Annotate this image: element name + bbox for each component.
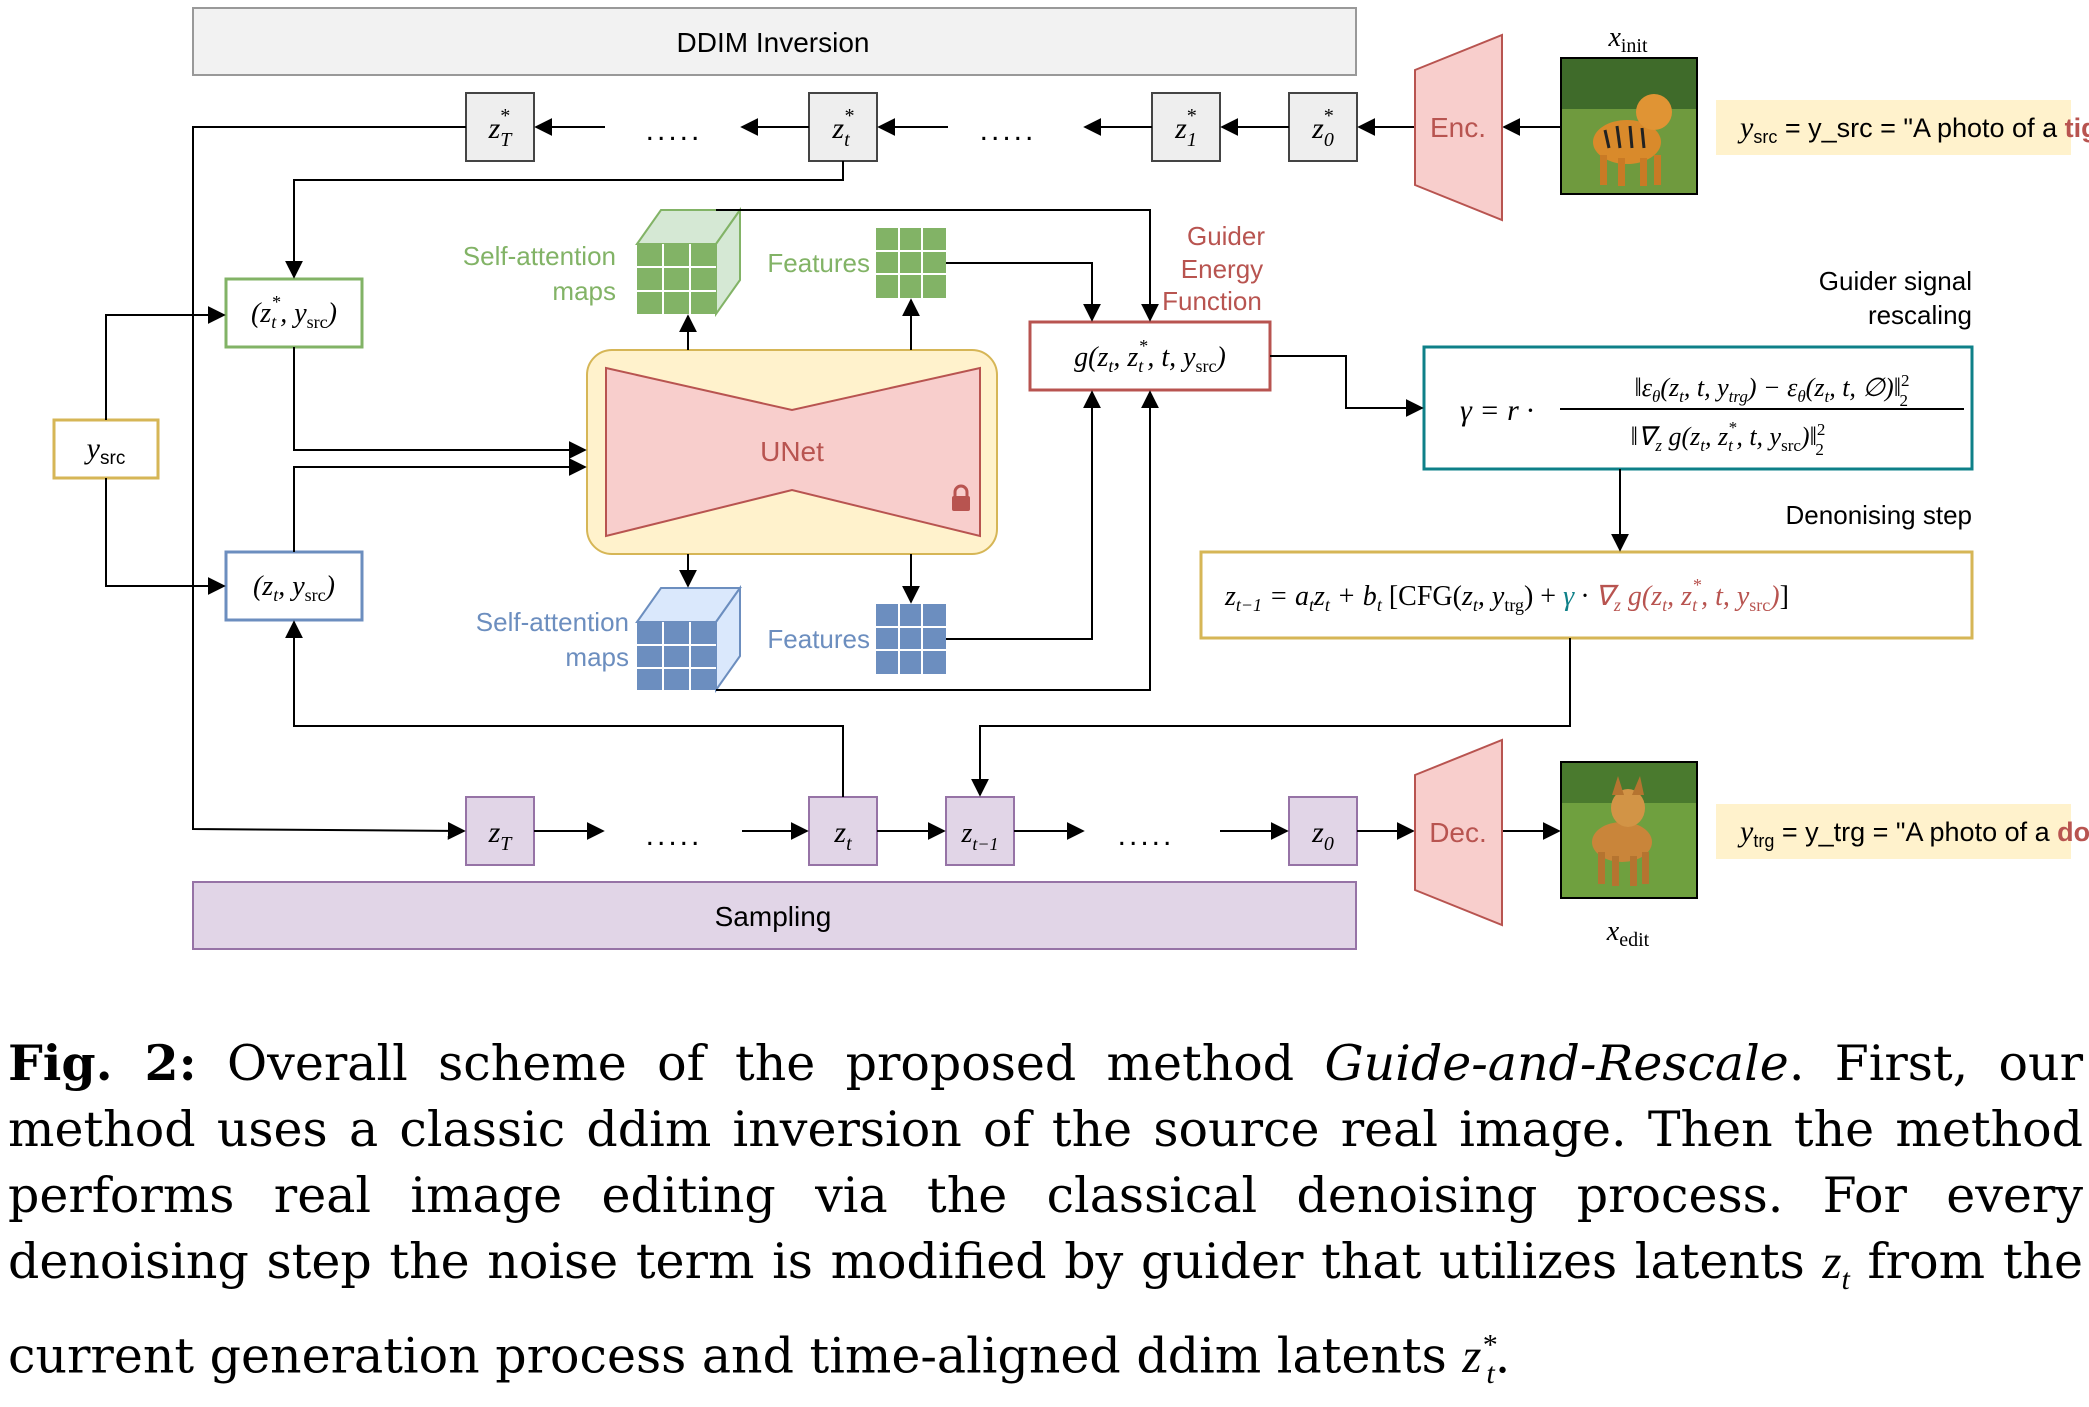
- caption-method: Guide-and-Rescale: [1324, 1035, 1789, 1092]
- x-init-label: xinit: [1607, 22, 1648, 57]
- rescale-title-line1: Guider signal: [1819, 266, 1972, 296]
- node-zt-star: [808, 92, 878, 162]
- y-src-box: [52, 418, 160, 480]
- pair-top-box: [224, 277, 364, 349]
- caption-end: .: [1494, 1327, 1511, 1385]
- dots-bottom-2: .....: [1118, 819, 1175, 852]
- node-z0: [1288, 796, 1358, 866]
- svg-text:‖∇z g(zt, zt*, t, ysrc)‖22: ‖∇z g(zt, zt*, t, ysrc)‖22: [1631, 418, 1826, 459]
- guider-title-line2: Energy: [1181, 254, 1263, 284]
- guider-title-line1: Guider: [1187, 221, 1265, 251]
- decoder-label: Dec.: [1429, 817, 1487, 848]
- features-top-grid: [876, 228, 946, 298]
- encoder-label: Enc.: [1430, 112, 1486, 143]
- encoder-trapezoid: [1414, 33, 1503, 222]
- sa-maps-bottom-line2: maps: [565, 642, 629, 672]
- x-edit-label: xedit: [1606, 916, 1650, 951]
- node-zt-star-label: zt*: [831, 105, 853, 151]
- sa-maps-top-line1: Self-attention: [463, 241, 616, 271]
- node-zT-star: [465, 92, 535, 162]
- guider-title-line3: Function: [1162, 286, 1262, 316]
- dots-top-1: .....: [646, 114, 703, 147]
- guider-energy-formula: g(zt, zt*, t, ysrc): [1074, 336, 1226, 376]
- features-top-label: Features: [767, 248, 870, 278]
- source-prompt: ysrc = y_src = "A photo of a tiger": [1737, 111, 2089, 147]
- caption-zt-star: z*t: [1462, 1328, 1497, 1390]
- rescale-title-line2: rescaling: [1868, 300, 1972, 330]
- tiger-image: [1560, 57, 1698, 195]
- guide-and-rescale-diagram: DDIM Inversion Sampling zT* zt* z1* z0* …: [52, 7, 2089, 951]
- pair-bottom-box: [224, 550, 364, 622]
- node-zt: [808, 796, 878, 866]
- node-z0-star-label: z0*: [1311, 105, 1334, 151]
- target-prompt-box: [1716, 804, 2071, 859]
- connectors: [105, 126, 1629, 840]
- sampling-chain: zT zt zt−1 z0 ..... .....: [465, 796, 1561, 866]
- ddim-inversion-bar: [192, 7, 1357, 76]
- sampling-bar: [192, 881, 1357, 950]
- sa-maps-top-line2: maps: [552, 276, 616, 306]
- decoder-trapezoid: [1414, 738, 1503, 927]
- sa-maps-bottom-line1: Self-attention: [476, 607, 629, 637]
- caption-label: Fig. 2:: [8, 1034, 197, 1092]
- figure-caption: Fig. 2: Overall scheme of the proposed m…: [8, 1030, 2083, 1407]
- unet-hourglass: [605, 366, 981, 538]
- dots-top-2: .....: [980, 114, 1037, 147]
- caption-part2: . First, our method uses a classic ddim …: [8, 1035, 2083, 1290]
- ddim-inversion-label: DDIM Inversion: [677, 27, 870, 58]
- target-prompt: ytrg = y_trg = "A photo of a dog": [1737, 815, 2089, 851]
- features-bottom-grid: [876, 604, 946, 674]
- inversion-chain: zT* zt* z1* z0* ..... .....: [465, 92, 1560, 162]
- unet-label: UNet: [760, 436, 824, 467]
- lock-icon: [952, 484, 970, 511]
- svg-text:γ = r ·: γ = r ·: [1460, 394, 1534, 427]
- caption-zt: zt: [1822, 1234, 1850, 1296]
- pair-top-label: (zt*, ysrc): [251, 292, 337, 332]
- node-z1-star: [1151, 92, 1221, 162]
- denoise-box: [1199, 550, 1974, 640]
- node-zT: [465, 796, 535, 866]
- dog-image: [1560, 761, 1698, 899]
- features-bottom-label: Features: [767, 624, 870, 654]
- node-zt-1: [945, 796, 1015, 866]
- node-z1-star-label: z1*: [1174, 105, 1197, 151]
- sampling-label: Sampling: [715, 901, 832, 932]
- node-z0-star: [1288, 92, 1358, 162]
- self-attention-maps-top: [635, 206, 742, 318]
- source-prompt-box: [1716, 100, 2071, 155]
- guider-energy-box: [1028, 320, 1272, 392]
- dots-bottom-1: .....: [646, 819, 703, 852]
- denoise-title: Denonising step: [1786, 500, 1972, 530]
- y-src-label: ysrc: [84, 432, 126, 469]
- rescale-formula: γ = r · ‖εθ(zt, t, ytrg) − εθ(zt, t, ∅)‖…: [1460, 371, 1964, 459]
- self-attention-maps-bottom: [635, 584, 742, 694]
- caption-part1: Overall scheme of the proposed method: [227, 1035, 1295, 1092]
